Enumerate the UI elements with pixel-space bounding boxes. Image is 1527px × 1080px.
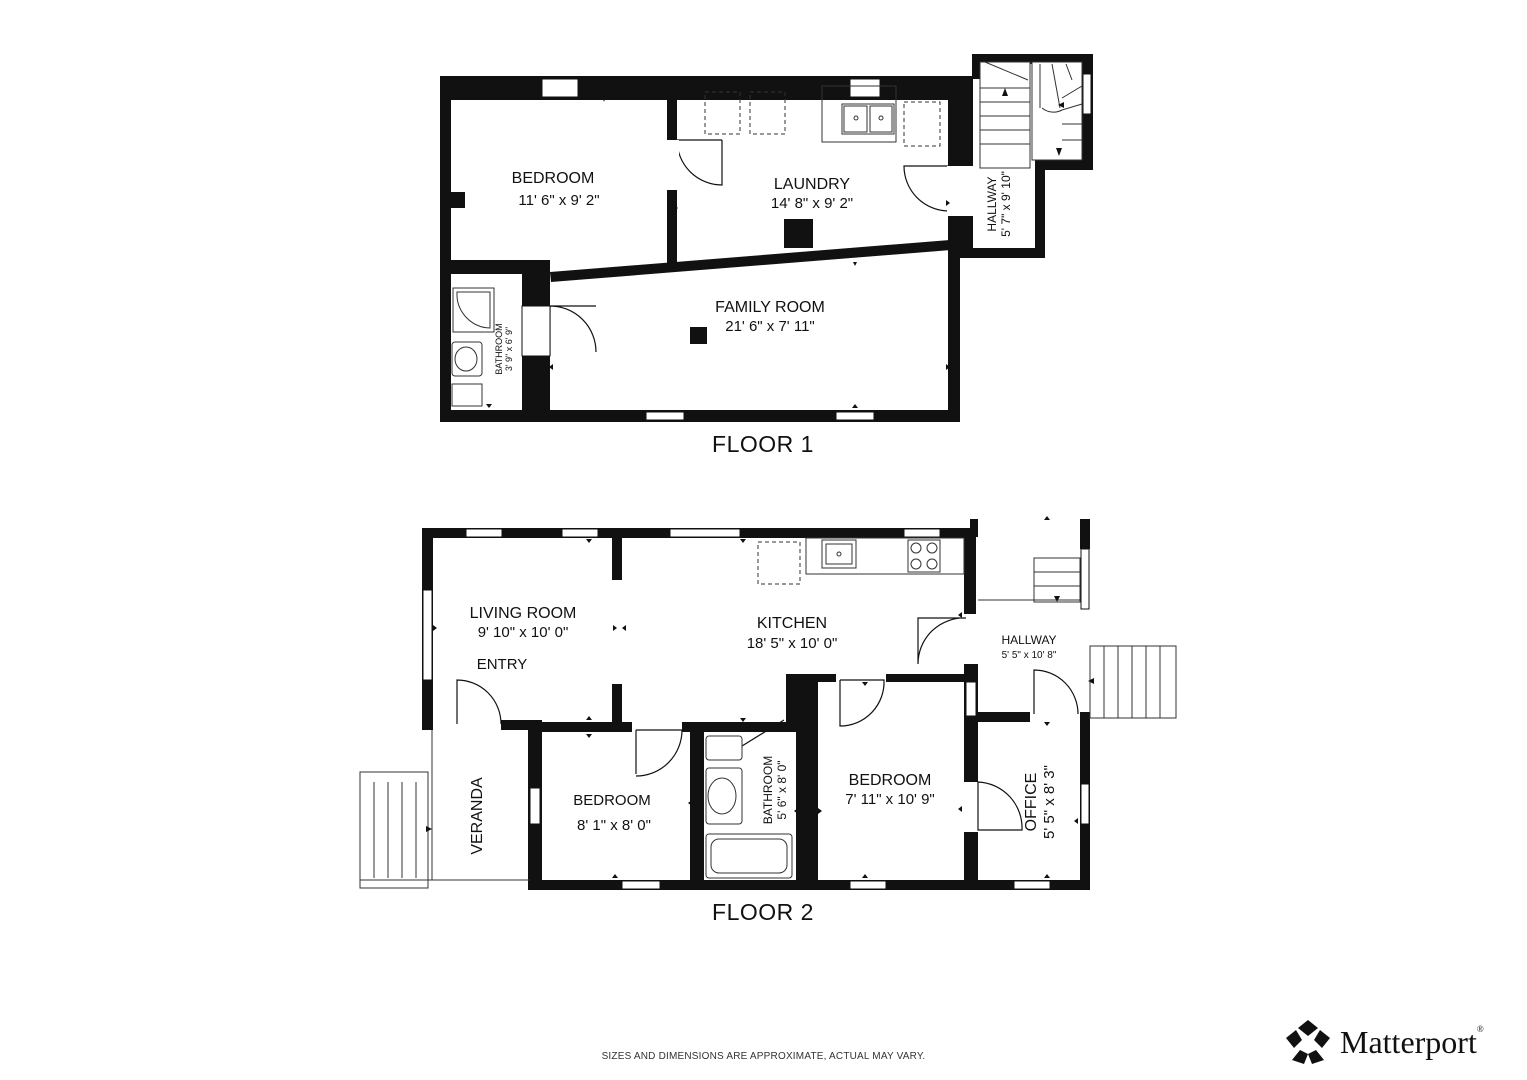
floor-2-bedroom-1-dims: 8' 1" x 8' 0" — [577, 817, 651, 834]
registered-mark: ® — [1476, 1023, 1484, 1034]
floor-1-markers — [486, 88, 1064, 408]
floor-1-walls — [440, 54, 1093, 422]
floor-1-bedroom-label: BEDROOM — [512, 170, 595, 187]
floor-1-windows — [541, 73, 1092, 421]
floor-2-living-room-label: LIVING ROOM — [470, 605, 577, 622]
floor-2-bathroom-dims: 5' 6" x 8' 0" — [775, 760, 789, 819]
floor-2-plan: LIVING ROOM 9' 10" x 10' 0" ENTRY KITCHE… — [359, 516, 1177, 925]
floor-2-veranda-label: VERANDA — [469, 777, 486, 855]
floor-2-fixtures — [359, 537, 1177, 889]
floor-1-bathroom-label: BATHROOM — [494, 323, 504, 374]
floor-1-plan: BEDROOM 11' 6" x 9' 2" LAUNDRY 14' 8" x … — [440, 54, 1093, 457]
floor-1-bathroom-text: BATHROOM 3' 9" x 6' 9" — [494, 323, 514, 374]
floor-1-bathroom-dims: 3' 9" x 6' 9" — [504, 327, 514, 371]
floor-1-bedroom-dims: 11' 6" x 9' 2" — [518, 192, 599, 209]
floor-1-laundry-dims: 14' 8" x 9' 2" — [771, 195, 853, 212]
matterport-logo: Matterport® — [1284, 1016, 1484, 1068]
floor-2-kitchen-label: KITCHEN — [757, 615, 827, 632]
floor-1-doors — [521, 139, 951, 357]
floor-2-veranda-text: VERANDA — [469, 777, 486, 855]
floor-1-title: FLOOR 1 — [712, 431, 814, 457]
matterport-logo-icon — [1286, 1020, 1330, 1064]
floor-1-family-room-label: FAMILY ROOM — [715, 299, 825, 316]
floor-2-office-text: OFFICE 5' 5" x 8' 3" — [1023, 765, 1058, 839]
floor-2-living-room-dims: 9' 10" x 10' 0" — [478, 624, 569, 641]
floor-2-office-label: OFFICE — [1023, 773, 1040, 832]
floor-2-doors — [433, 614, 1080, 832]
floor-2-markers — [426, 516, 1094, 878]
floor-1-laundry-label: LAUNDRY — [774, 176, 851, 193]
matterport-wordmark: Matterport® — [1340, 1024, 1484, 1061]
floor-2-entry-label: ENTRY — [477, 656, 528, 673]
floor-1-hallway-dims: 5' 7" x 9' 10" — [999, 171, 1013, 237]
floor-2-windows — [422, 528, 1090, 890]
floor-1-fixtures — [451, 61, 1083, 407]
floor-2-bedroom-2-label: BEDROOM — [849, 772, 932, 789]
floor-2-bathroom-label: BATHROOM — [761, 756, 775, 824]
floor-1-hallway-label: HALLWAY — [985, 176, 999, 231]
floor-2-office-dims: 5' 5" x 8' 3" — [1041, 765, 1058, 839]
floor-2-hallway-label: HALLWAY — [1001, 633, 1056, 647]
floor-1-family-room-dims: 21' 6" x 7' 11" — [725, 318, 815, 335]
disclaimer-text: SIZES AND DIMENSIONS ARE APPROXIMATE, AC… — [601, 1051, 926, 1062]
floor-2-hallway-dims: 5' 5" x 10' 8" — [1002, 650, 1057, 661]
brand-name: Matterport — [1340, 1023, 1477, 1060]
floor-2-bedroom-1-label: BEDROOM — [573, 792, 651, 809]
floor-2-bedroom-2-dims: 7' 11" x 10' 9" — [845, 791, 935, 808]
floor-2-bathroom-text: BATHROOM 5' 6" x 8' 0" — [761, 756, 789, 824]
floor-2-title: FLOOR 2 — [712, 899, 814, 925]
floor-1-hallway-text: HALLWAY 5' 7" x 9' 10" — [985, 171, 1013, 237]
floor-2-kitchen-dims: 18' 5" x 10' 0" — [747, 635, 838, 652]
